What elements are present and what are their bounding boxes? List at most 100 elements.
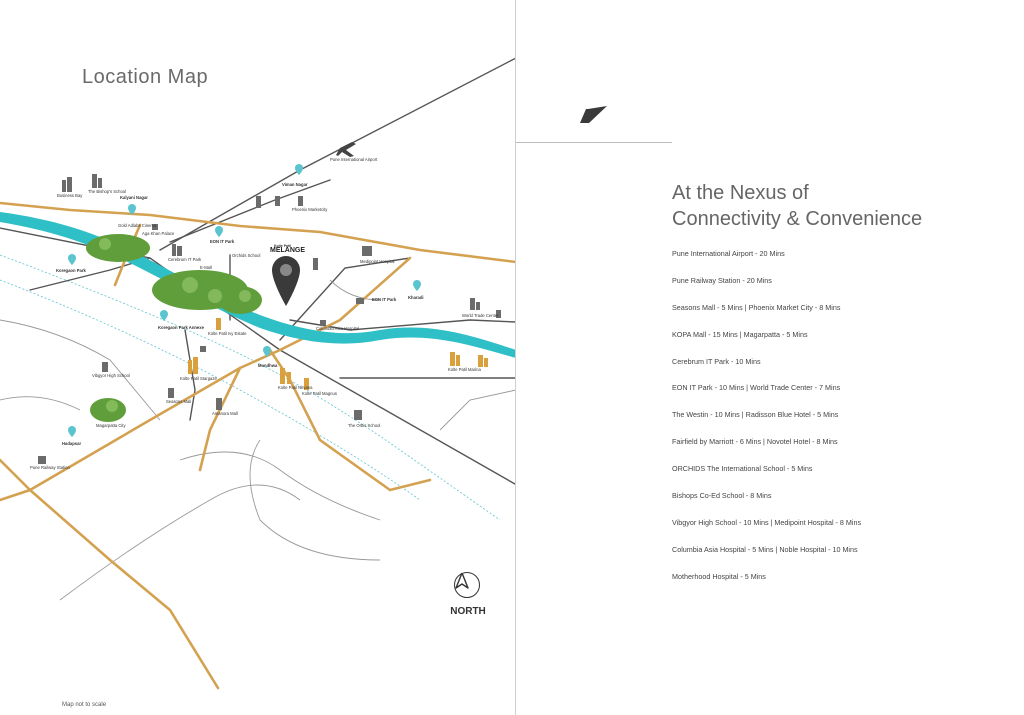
map-label-magnus: Kolte Patil Magnus: [302, 391, 337, 396]
map-label-bishops-school: The Bishop's School: [88, 189, 127, 194]
minor-road-2: [59, 484, 301, 601]
map-footnote: Map not to scale: [62, 702, 107, 708]
minor-road-3: [179, 451, 381, 521]
map-label-cerebrum: Cerebrum IT Park: [168, 257, 202, 262]
building-icon: [172, 244, 176, 256]
map-label-business-bay: Business Bay: [57, 193, 83, 198]
map-label-koregaon-park: Koregaon Park: [56, 268, 86, 273]
connectivity-item: The Westin - 10 Mins | Radisson Blue Hot…: [672, 410, 839, 420]
connectivity-item: Motherhood Hospital - 5 Mins: [672, 571, 766, 581]
golden-building-icon: [188, 360, 192, 374]
map-label-gold-adlabs: Gold Adlabs Cinema: [118, 223, 157, 228]
building-icon: [320, 320, 326, 326]
connectivity-item: Bishops Co-Ed School - 8 Mins: [672, 491, 772, 501]
golden-building-icon: [450, 352, 455, 366]
pin-icon-hadapsar: [68, 426, 76, 437]
building-icon: [200, 346, 206, 352]
pin-icon-kalyani-nagar: [128, 204, 136, 215]
golden-building-icon: [478, 355, 483, 367]
map-label-airport: Pune International Airport: [330, 157, 378, 162]
project-name-label: MELANGE: [270, 247, 305, 254]
map-label-vibgyor: Vibgyor High School: [92, 373, 130, 378]
minor-road-6: [439, 389, 516, 431]
map-title: Location Map: [82, 66, 209, 88]
map-label-kalyani-nagar: Kalyani Nagar: [120, 195, 148, 200]
golden-building-icon: [216, 318, 221, 330]
pin-icon-koregaon-park: [68, 254, 76, 265]
golden-building-icon: [280, 368, 285, 384]
map-label-kharadi: Kharadi: [408, 295, 424, 300]
building-icon: [275, 196, 280, 206]
map-label-phoenix: Phoenix Marketcity: [292, 207, 328, 212]
tree-cluster: [106, 400, 118, 412]
golden-building-icon: [484, 358, 488, 367]
minor-road-1: [0, 319, 161, 421]
pin-icon-mundhwa: [263, 346, 271, 357]
magarpatta-road: [198, 366, 242, 472]
brand-mark-icon: [580, 106, 607, 123]
connectivity-list: Pune International Airport - 20 Mins Pun…: [672, 248, 861, 598]
park-road: [184, 329, 196, 421]
pin-icon-eon: [215, 226, 223, 237]
map-label-mundhwa: Mundhwa: [258, 363, 278, 368]
map-label-seasons-mall: Seasons Mall: [166, 399, 192, 404]
golden-building-icon: [287, 372, 291, 384]
section-title-line-2: Connectivity & Convenience: [672, 208, 923, 230]
page-divider: [515, 0, 516, 715]
connectivity-item: Pune Railway Station - 20 Mins: [672, 275, 772, 285]
connectivity-item: KOPA Mall - 15 Mins | Magarpatta - 5 Min…: [672, 329, 808, 339]
connectivity-item: Columbia Asia Hospital - 5 Mins | Noble …: [672, 544, 858, 554]
connectivity-item: Seasons Mall - 5 Mins | Phoenix Market C…: [672, 302, 841, 312]
nagar-road: [0, 201, 516, 264]
map-label-koregaon-annexe: Koregaon Park Annexe: [158, 325, 204, 330]
airplane-icon: [336, 142, 356, 157]
map-label-wtc: World Trade Center: [462, 313, 499, 318]
building-icon: [67, 177, 72, 192]
map-label-columbia: Columbia Asia Hospital: [316, 326, 360, 331]
map-label-marina: Kolte Patil Marina: [448, 367, 481, 372]
building-icon: [152, 224, 158, 230]
building-icon: [168, 388, 174, 398]
dotted-route-2: [0, 279, 421, 501]
golden-building-icon: [456, 355, 460, 366]
connectivity-item: EON IT Park - 10 Mins | World Trade Cent…: [672, 383, 841, 393]
connectivity-item: ORCHIDS The International School - 5 Min…: [672, 464, 813, 474]
map-label-eon-kharadi: EON IT Park: [372, 297, 397, 302]
building-icon: [470, 298, 475, 310]
tree-cluster: [239, 290, 251, 302]
building-icon: [38, 456, 46, 464]
pin-icon-viman-nagar: [295, 164, 303, 175]
map-label-aga-khan: Aga Khan Palace: [142, 231, 175, 236]
section-title: At the Nexus of Connectivity & Convenien…: [672, 180, 922, 232]
mula-mutha-river: [0, 212, 516, 358]
map-label-amanora: Amanora Mall: [212, 411, 238, 416]
building-icon: [98, 178, 102, 188]
connectivity-item: Cerebrum IT Park - 10 Mins: [672, 356, 761, 366]
south-west-road: [0, 458, 32, 492]
map-label-medipoint: Medipoint Hospital: [360, 259, 395, 264]
pin-icon-kharadi: [413, 280, 421, 291]
map-label-viman-nagar: Viman Nagar: [282, 182, 308, 187]
building-icon: [313, 258, 318, 270]
building-icon: [476, 302, 480, 310]
map-label-ivy-estate: Kolte Patil Ivy Estate: [208, 331, 247, 336]
north-arrow-icon: [455, 573, 469, 589]
tree-cluster: [182, 277, 198, 293]
map-label-eon-it: EON IT Park: [210, 239, 235, 244]
map-canvas: [0, 57, 516, 690]
map-label-emall: E-Mall: [200, 265, 212, 270]
connectivity-item: Vibgyor High School - 10 Mins | Medipoin…: [672, 517, 862, 527]
map-label-orchids: Orchids School: [232, 253, 261, 258]
map-label-magarpatta: Magarpatta City: [96, 423, 126, 428]
location-map: Location Map Kolte Patil MELANGE Pune In…: [0, 57, 516, 708]
map-label-hadapsar: Hadapsar: [62, 441, 82, 446]
kharadi-link: [279, 257, 411, 341]
park-bund-garden: [86, 234, 150, 262]
building-icon: [354, 410, 362, 420]
park-east: [218, 286, 262, 314]
minor-road-7: [329, 279, 381, 301]
north-compass: NORTH: [445, 572, 491, 624]
connectivity-item: Fairfield by Marriott - 6 Mins | Novotel…: [672, 437, 838, 447]
map-label-orbis: The Orbis School: [348, 423, 381, 428]
map-label-railway: Pune Railway Station: [30, 465, 70, 470]
